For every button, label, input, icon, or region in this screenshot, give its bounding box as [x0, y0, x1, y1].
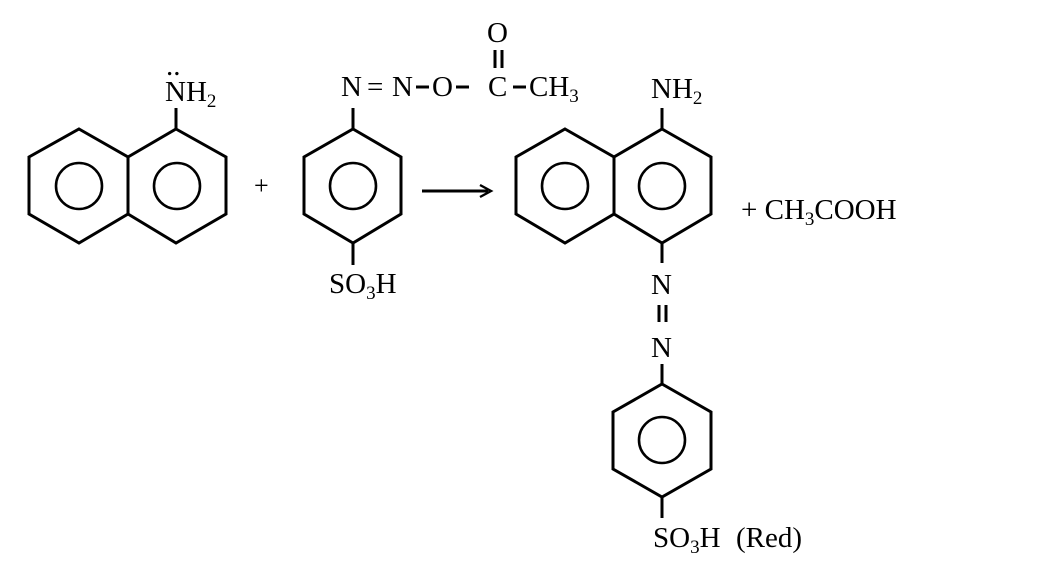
naphthalene-left-ring — [27, 127, 130, 245]
aromatic-circle — [637, 161, 687, 211]
aromatic-circle — [328, 161, 378, 211]
azo-dye-molecule: NH2 N N SO3H (Red) — [514, 73, 802, 558]
color-annotation: (Red) — [736, 522, 802, 554]
azo-n2: N — [392, 71, 413, 103]
aromatic-circle — [540, 161, 590, 211]
azo-n1: N — [341, 71, 362, 103]
plus-sign: + — [254, 171, 269, 200]
diazonium-acetate-molecule: N = N O C CH3 O SO3H — [302, 17, 579, 304]
lone-pair-dots: .. — [166, 50, 181, 82]
benzene-ring — [611, 382, 713, 499]
aromatic-circle — [54, 161, 104, 211]
methyl-label: CH3 — [529, 71, 579, 107]
aromatic-circle — [152, 161, 202, 211]
reaction-arrow — [422, 183, 494, 199]
amine-label: NH2 — [651, 73, 702, 109]
carbonyl-oxygen: O — [487, 17, 508, 49]
naphthalene-right-ring — [612, 127, 713, 245]
double-bond: = — [367, 71, 383, 103]
oxygen-label: O — [432, 71, 453, 103]
azo-n1: N — [651, 269, 672, 301]
azo-n2: N — [651, 332, 672, 364]
naphthalene-left-ring — [514, 127, 616, 245]
carbon-label: C — [488, 71, 507, 103]
naphthalene-right-ring — [126, 127, 228, 245]
amine-label: NH2 — [165, 76, 216, 112]
benzene-ring — [302, 127, 403, 245]
sulfonic-acid-label: SO3H — [653, 522, 721, 558]
aromatic-circle — [637, 415, 687, 465]
sulfonic-acid-label: SO3H — [329, 268, 397, 304]
acetic-acid-label: + CH3COOH — [741, 194, 897, 230]
naphthylamine-molecule: NH2 .. — [27, 50, 228, 245]
